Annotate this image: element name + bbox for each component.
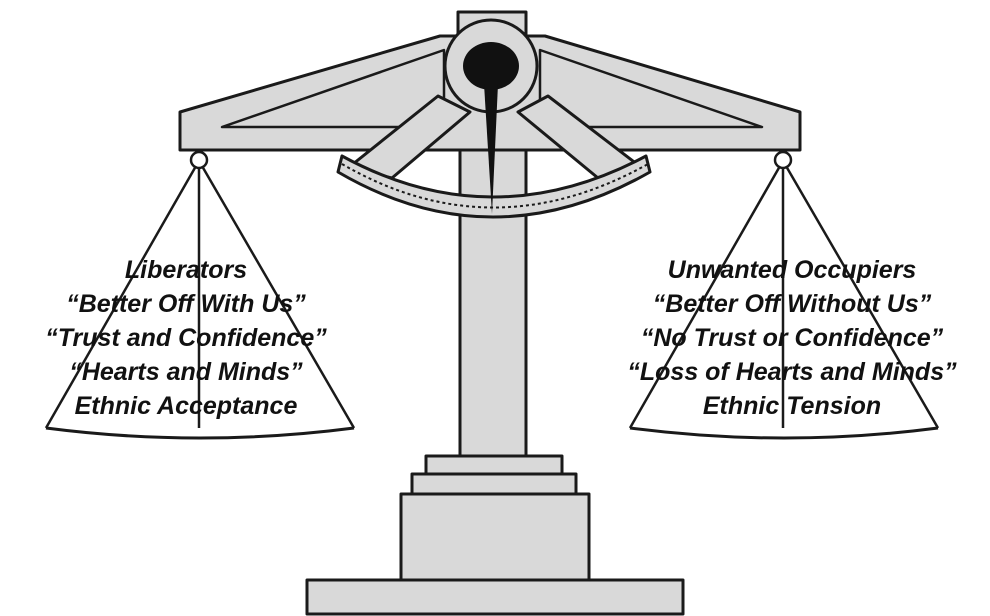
right-pan-line-2: “Better Off Without Us” <box>594 287 990 321</box>
left-pan-line-1: Liberators <box>0 253 372 287</box>
scale-base-step-upper <box>426 456 562 474</box>
scale-hub-disc <box>463 42 519 90</box>
scale-base-step-lower <box>412 474 576 494</box>
right-pan-line-5: Ethnic Tension <box>594 389 990 423</box>
left-pan-line-4: “Hearts and Minds” <box>0 355 372 389</box>
right-pan-labels: Unwanted Occupiers “Better Off Without U… <box>594 253 990 423</box>
right-pan-line-4: “Loss of Hearts and Minds” <box>594 355 990 389</box>
scale-base-plinth <box>307 580 683 614</box>
right-pan-dish <box>630 428 938 438</box>
left-pan-hook <box>191 152 207 168</box>
left-pan-dish <box>46 428 354 438</box>
right-pan-hook <box>775 152 791 168</box>
left-pan-line-2: “Better Off With Us” <box>0 287 372 321</box>
left-pan-line-3: “Trust and Confidence” <box>0 321 372 355</box>
right-pan-line-1: Unwanted Occupiers <box>594 253 990 287</box>
right-pan-line-3: “No Trust or Confidence” <box>594 321 990 355</box>
left-pan-line-5: Ethnic Acceptance <box>0 389 372 423</box>
left-pan-labels: Liberators “Better Off With Us” “Trust a… <box>0 253 372 423</box>
scale-base-block <box>401 494 589 580</box>
